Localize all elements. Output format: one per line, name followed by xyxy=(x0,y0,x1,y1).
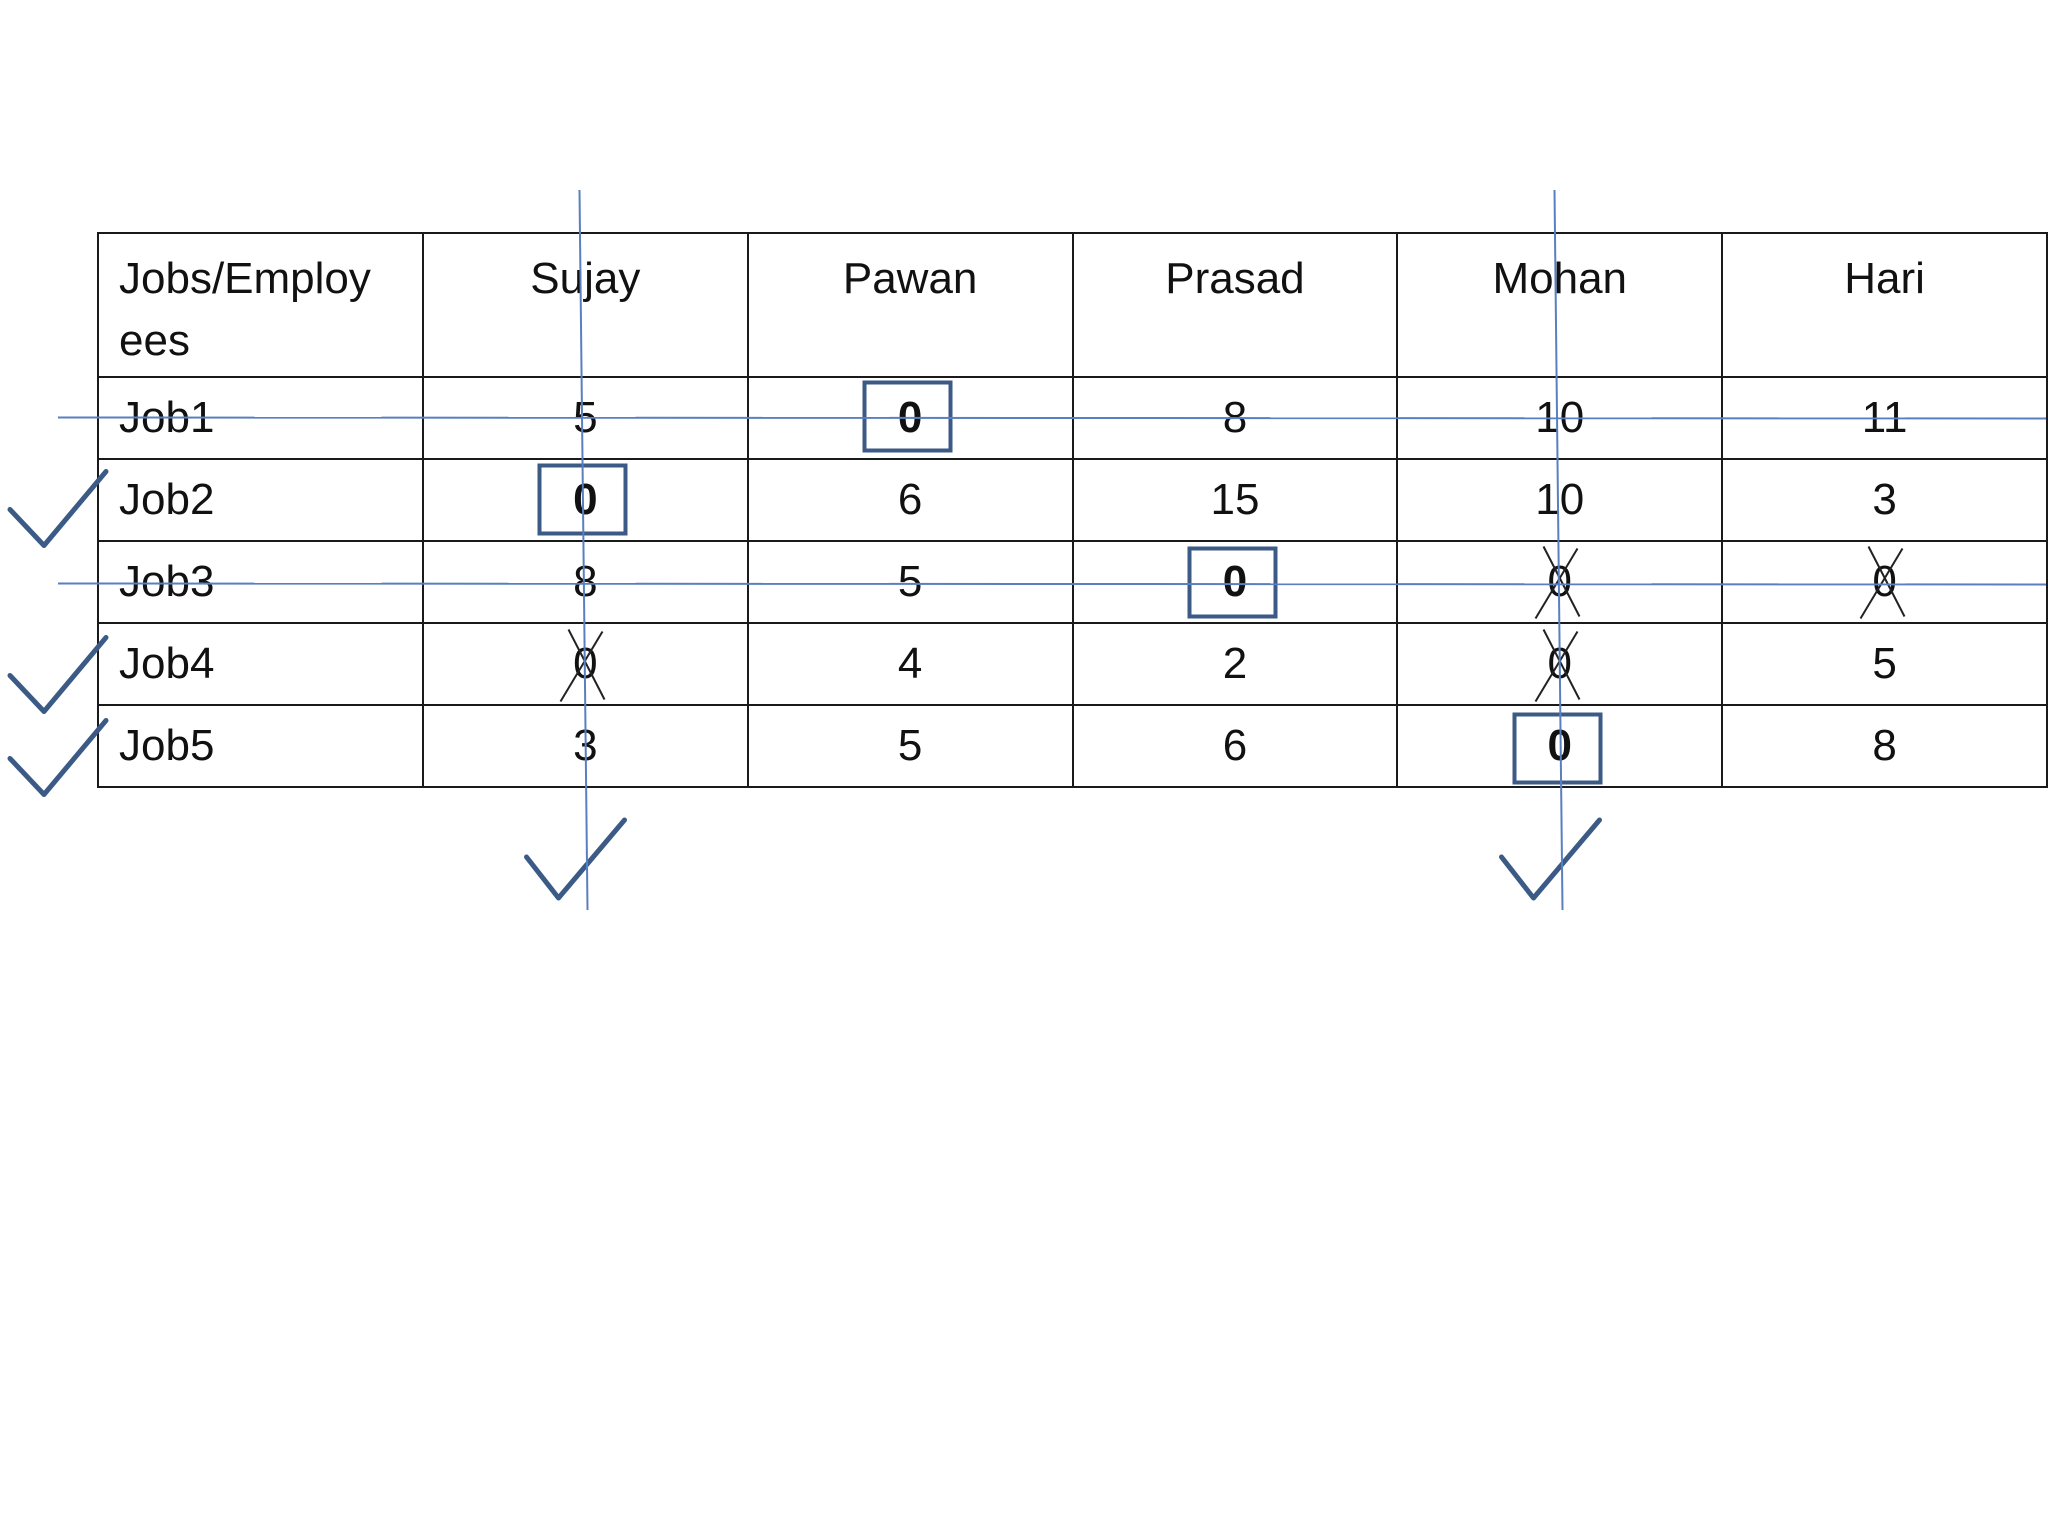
table-cell: 0 xyxy=(421,458,749,542)
cell-value: 5 xyxy=(1872,639,1897,688)
cell-value: 0 xyxy=(897,393,923,442)
table-cell: 2 xyxy=(1071,622,1399,706)
table-cell: 15 xyxy=(1071,458,1399,542)
table-cell: 10 xyxy=(1396,376,1724,460)
job-label: Job4 xyxy=(97,622,424,706)
table-row: Job4 0 4 2 0 5 xyxy=(97,622,2048,706)
table-cell: 0 xyxy=(746,376,1074,460)
table-row: Job1 5 0 8 10 11 xyxy=(97,376,2048,460)
cell-value: 3 xyxy=(573,721,598,770)
cell-value: 0 xyxy=(1222,557,1248,606)
cell-value: 0 xyxy=(1547,557,1572,606)
cell-value: 0 xyxy=(573,639,598,688)
job-label: Job3 xyxy=(97,540,424,624)
table-row: Job3 8 5 0 0 0 xyxy=(97,540,2048,624)
header-row: Jobs/Employ ees Sujay Pawan Prasad Mohan… xyxy=(97,232,2048,378)
table-cell: 3 xyxy=(421,704,749,788)
table-cell: 6 xyxy=(1071,704,1399,788)
table-cell: 0 xyxy=(421,622,749,706)
table-row: Job2 0 6 15 10 3 xyxy=(97,458,2048,542)
table-cell: 0 xyxy=(1396,704,1724,788)
table-cell: 0 xyxy=(1396,540,1724,624)
table-cell: 11 xyxy=(1721,376,2048,460)
table-cell: 0 xyxy=(1396,622,1724,706)
table-cell: 6 xyxy=(746,458,1074,542)
table-cell: 4 xyxy=(746,622,1074,706)
cell-value: 0 xyxy=(573,475,598,524)
cell-value: 5 xyxy=(897,721,923,770)
cell-value: 15 xyxy=(1210,475,1260,524)
tick-mark xyxy=(7,469,109,548)
cell-value: 6 xyxy=(1222,721,1248,770)
table-cell: 5 xyxy=(746,704,1074,788)
cell-value: 4 xyxy=(897,639,923,688)
tick-mark xyxy=(7,635,109,714)
cell-value: 10 xyxy=(1535,393,1585,442)
employee-header: Mohan xyxy=(1396,232,1724,378)
cell-value: 0 xyxy=(1547,639,1572,688)
table-cell: 8 xyxy=(1721,704,2048,788)
assignment-table: Jobs/Employ ees Sujay Pawan Prasad Mohan… xyxy=(97,232,2048,788)
table-cell: 5 xyxy=(746,540,1074,624)
table-cell: 5 xyxy=(421,376,749,460)
cell-value: 5 xyxy=(573,393,598,442)
table-cell: 10 xyxy=(1396,458,1724,542)
cell-value: 10 xyxy=(1535,475,1585,524)
corner-header: Jobs/Employ ees xyxy=(97,232,424,378)
employee-header: Prasad xyxy=(1071,232,1399,378)
tick-mark xyxy=(524,817,627,901)
employee-header: Hari xyxy=(1721,232,2048,378)
table-cell: 0 xyxy=(1071,540,1399,624)
job-label: Job1 xyxy=(97,376,424,460)
table-row: Job5 3 5 6 0 8 xyxy=(97,704,2048,788)
cell-value: 8 xyxy=(1222,393,1248,442)
cell-value: 5 xyxy=(897,557,923,606)
job-label: Job2 xyxy=(97,458,424,542)
cell-value: 6 xyxy=(897,475,923,524)
job-label: Job5 xyxy=(97,704,424,788)
cell-value: 3 xyxy=(1872,475,1897,524)
cell-value: 2 xyxy=(1222,639,1248,688)
table-cell: 0 xyxy=(1721,540,2048,624)
table-cell: 3 xyxy=(1721,458,2048,542)
cell-value: 8 xyxy=(1872,721,1897,770)
tick-mark xyxy=(1499,817,1602,901)
cell-value: 11 xyxy=(1861,393,1908,442)
table-cell: 8 xyxy=(1071,376,1399,460)
table-cell: 5 xyxy=(1721,622,2048,706)
table-cell: 8 xyxy=(421,540,749,624)
cell-value: 0 xyxy=(1872,557,1897,606)
cell-value: 0 xyxy=(1547,721,1572,770)
cell-value: 8 xyxy=(573,557,598,606)
tick-mark xyxy=(7,718,109,797)
employee-header: Pawan xyxy=(746,232,1074,378)
employee-header: Sujay xyxy=(421,232,749,378)
